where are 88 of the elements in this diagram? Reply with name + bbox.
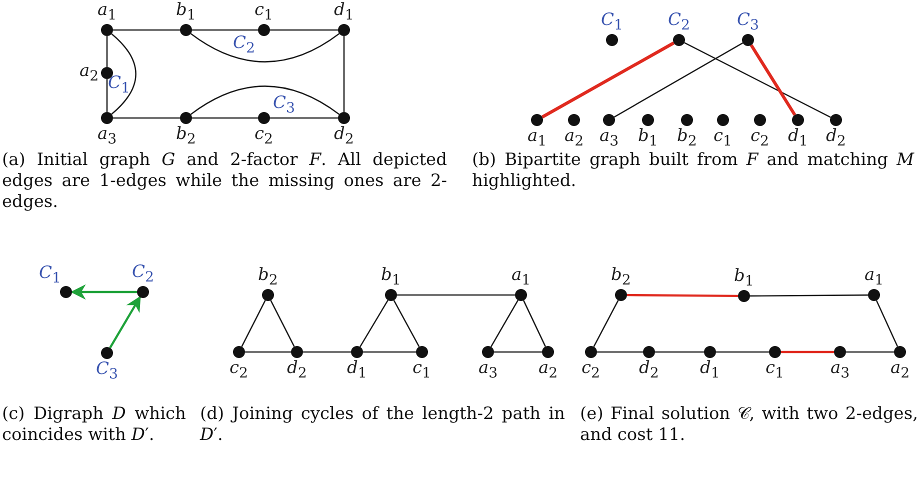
vertex-label: a$_{2}$ xyxy=(538,358,558,382)
graph-edge xyxy=(750,294,868,297)
vertex-label: a$_{1}$ xyxy=(512,266,531,289)
vertex-label: b$_{1}$ xyxy=(638,126,658,150)
vertex-label: c$_{1}$ xyxy=(766,358,784,382)
graph-edge xyxy=(245,351,291,353)
vertex-label: d$_{2}$ xyxy=(334,124,354,148)
vertex-label: c$_{2}$ xyxy=(750,126,770,150)
graph-edge xyxy=(750,44,796,116)
caption: (d) Joining cycles of the length-2 path in D′. xyxy=(200,404,565,446)
vertex-label: d$_{1}$ xyxy=(334,0,354,24)
arrow xyxy=(109,296,141,348)
vertex-label: a$_{3}$ xyxy=(98,124,117,148)
vertex-label: C$_{1}$ xyxy=(601,10,624,34)
vertex-label: b$_{1}$ xyxy=(176,0,196,24)
caption: (c) Digraph D which coincides with D′. xyxy=(2,404,186,446)
graph-edge xyxy=(190,33,340,62)
vertex-label: C$_{3}$ xyxy=(737,10,760,34)
vertex-label: d$_{2}$ xyxy=(639,358,659,382)
graph-edge xyxy=(397,294,515,296)
cycle-label: C$_{2}$ xyxy=(233,34,256,58)
caption: (e) Final solution 𝒞, with two 2-edges, and cost 11. xyxy=(580,404,918,446)
vertex-label: a$_{1}$ xyxy=(528,126,547,150)
graph-edge xyxy=(490,300,519,348)
graph-edge xyxy=(303,351,351,353)
vertex-label: C$_{2}$ xyxy=(132,262,154,286)
vertex-label: C$_{1}$ xyxy=(39,264,62,287)
graph-edge xyxy=(846,351,894,353)
graph-edge xyxy=(627,294,738,298)
graph-edge xyxy=(522,300,546,347)
vertex-label: b$_{2}$ xyxy=(611,266,631,289)
graph-edge xyxy=(106,79,108,112)
vertex-label: b$_{1}$ xyxy=(734,266,754,290)
graph-edge xyxy=(597,351,643,353)
graph-edge xyxy=(876,300,898,347)
graph-edge xyxy=(360,300,388,348)
vertex-label: C$_{3}$ xyxy=(96,360,118,383)
vertex-label: a$_{3}$ xyxy=(478,358,498,382)
vertex-label: a$_{2}$ xyxy=(564,126,584,150)
graph-edge xyxy=(363,351,416,353)
graph-edge xyxy=(192,117,258,119)
vertex-label: a$_{1}$ xyxy=(98,0,117,24)
graph-edge xyxy=(494,351,542,353)
vertex-label: c$_{1}$ xyxy=(412,358,432,382)
vertex-label: b$_{1}$ xyxy=(381,266,401,289)
vertex-label: c$_{1}$ xyxy=(254,0,274,24)
graph-edge xyxy=(190,86,340,115)
graph-edge xyxy=(106,36,108,67)
vertex-label: C$_{2}$ xyxy=(668,10,690,34)
graph-edge xyxy=(241,300,266,347)
vertex-label: b$_{2}$ xyxy=(258,266,278,289)
vertex-label: c$_{2}$ xyxy=(582,358,600,382)
graph-edge xyxy=(593,300,619,347)
vertex-label: c$_{2}$ xyxy=(230,358,248,382)
graph-edge xyxy=(343,36,345,112)
vertex-label: d$_{1}$ xyxy=(700,358,720,382)
graph-edge xyxy=(655,351,704,353)
graph-edge xyxy=(270,29,338,31)
vertex-label: a$_{3}$ xyxy=(600,126,619,150)
vertex-label: b$_{2}$ xyxy=(677,126,697,150)
vertex-label: d$_{1}$ xyxy=(788,126,808,150)
graph-edge xyxy=(113,117,180,119)
vertex-label: a$_{3}$ xyxy=(830,358,850,382)
vertex-label: c$_{1}$ xyxy=(714,126,732,150)
vertex-label: c$_{2}$ xyxy=(254,124,274,148)
vertex-label: a$_{1}$ xyxy=(864,266,884,289)
vertex-label: d$_{2}$ xyxy=(287,358,307,382)
graph-edge xyxy=(192,29,258,31)
graph-edge xyxy=(270,117,338,119)
graph-edge xyxy=(393,300,420,348)
graph-edge xyxy=(541,42,675,118)
cycle-label: C$_{3}$ xyxy=(273,94,296,118)
graph-edge xyxy=(716,351,769,353)
arrow xyxy=(70,284,137,300)
graph-edge xyxy=(113,29,180,31)
graph-edge xyxy=(614,42,744,118)
graph-edge xyxy=(270,300,295,347)
vertex-label: a$_{2}$ xyxy=(80,62,99,85)
cycle-label: C$_{1}$ xyxy=(108,74,130,98)
vertex-label: d$_{2}$ xyxy=(826,126,846,150)
vertex-label: d$_{1}$ xyxy=(347,358,367,382)
caption: (b) Bipartite graph built from F and matching M highlighted. xyxy=(472,150,914,192)
graph-edge xyxy=(684,42,831,118)
graph-edge xyxy=(781,350,834,354)
vertex-label: b$_{2}$ xyxy=(176,124,196,148)
graph-edge xyxy=(111,33,136,115)
caption: (a) Initial graph G and 2-factor F. All depicted edges are 1-edges while the missing ones are 2-edges. xyxy=(2,150,447,213)
vertex-label: a$_{2}$ xyxy=(890,358,910,382)
